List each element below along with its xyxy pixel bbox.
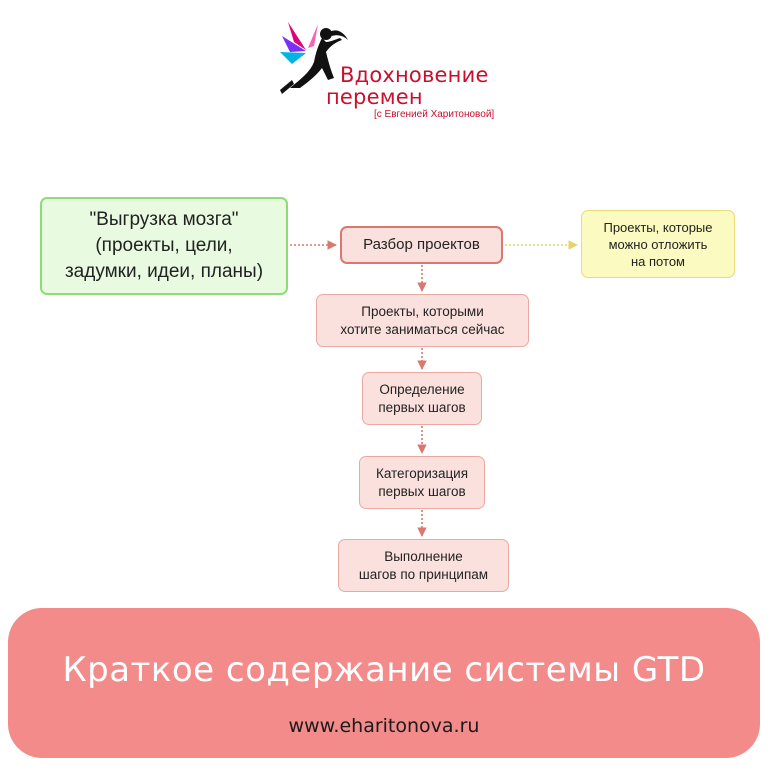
brand-subtitle: [с Евгенией Харитоновой] (374, 109, 495, 120)
node-now-projects-label: Проекты, которыми хотите заниматься сейч… (340, 303, 505, 337)
node-categorize-steps-label: Категоризация первых шагов (375, 465, 469, 499)
node-now-projects: Проекты, которыми хотите заниматься сейч… (316, 294, 529, 347)
brand-title-line2: перемен (326, 85, 423, 109)
title-banner: Краткое содержание системы GTD www.ehari… (8, 608, 760, 758)
brand-title: Вдохновение перемен (326, 63, 489, 108)
node-brain-dump: "Выгрузка мозга" (проекты, цели, задумки… (40, 197, 288, 295)
brand-title-line1: Вдохновение (340, 63, 489, 87)
brand-logo: Вдохновение перемен [с Евгенией Харитоно… (272, 18, 532, 128)
node-later-projects: Проекты, которые можно отложить на потом (581, 210, 735, 278)
node-brain-dump-label: "Выгрузка мозга" (проекты, цели, задумки… (64, 209, 264, 282)
node-first-steps-label: Определение первых шагов (378, 381, 466, 415)
node-project-review-label: Разбор проектов (363, 235, 480, 253)
banner-title: Краткое содержание системы GTD (62, 650, 706, 690)
flow-arrows (290, 240, 578, 537)
node-project-review: Разбор проектов (340, 226, 503, 264)
website-url: www.eharitonova.ru (288, 715, 480, 737)
node-categorize-steps: Категоризация первых шагов (359, 456, 485, 509)
node-execute-steps: Выполнение шагов по принципам (338, 539, 509, 592)
node-later-projects-label: Проекты, которые можно отложить на потом (603, 219, 713, 269)
node-execute-steps-label: Выполнение шагов по принципам (358, 548, 489, 582)
fairy-silhouette-icon (280, 22, 348, 94)
gtd-flow-diagram: "Выгрузка мозга" (проекты, цели, задумки… (40, 197, 735, 592)
node-first-steps: Определение первых шагов (362, 372, 482, 425)
